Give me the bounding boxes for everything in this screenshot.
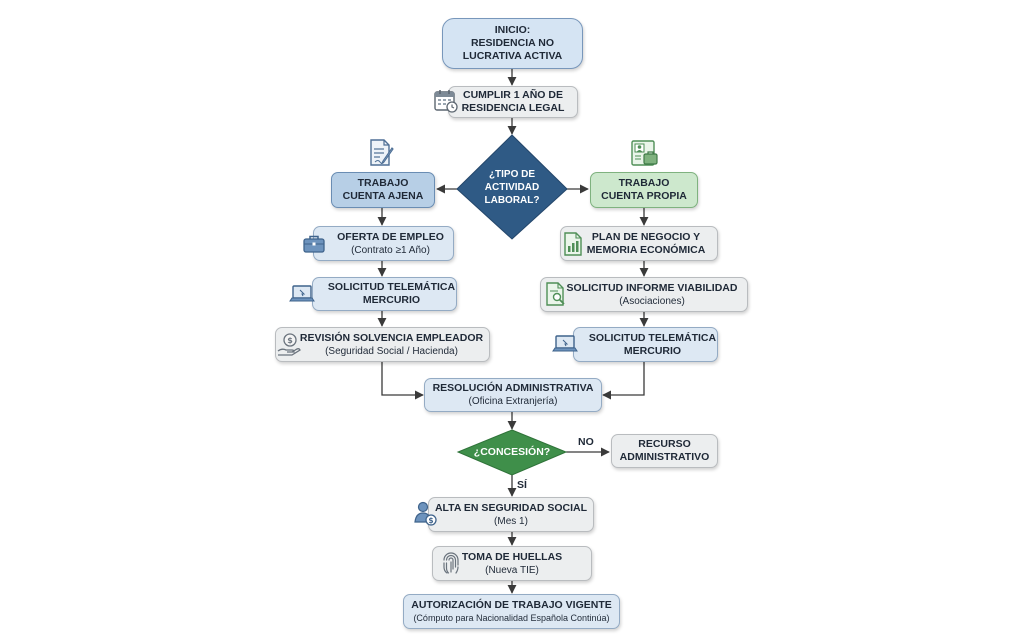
laptop-icon [552,335,578,352]
money-hand-icon: $ [277,333,301,356]
briefcase-person-icon [631,140,658,166]
node-toma-huellas: TOMA DE HUELLAS (Nueva TIE) [432,546,592,581]
briefcase-icon [303,235,325,253]
person-money-icon: $ [414,501,437,526]
node-revision-solvencia: REVISIÓN SOLVENCIA EMPLEADOR (Seguridad … [275,327,490,362]
fingerprint-icon [443,552,459,574]
document-pen-icon [370,139,394,166]
decision-tipo-actividad [456,134,568,240]
decision-concesion [456,429,568,476]
edge-label-si: SÍ [517,479,527,491]
calendar-icon [434,90,458,113]
svg-text:$: $ [428,516,433,525]
arrow-revision-resolucion [381,362,424,400]
node-inicio: INICIO: RESIDENCIA NO LUCRATIVA ACTIVA [442,18,583,69]
node-trabajo-cuenta-ajena: TRABAJO CUENTA AJENA [331,172,435,208]
node-cumplir-1-ano: CUMPLIR 1 AÑO DE RESIDENCIA LEGAL [448,86,578,118]
search-document-icon [546,282,565,306]
node-plan-negocio: PLAN DE NEGOCIO Y MEMORIA ECONÓMICA [560,226,718,261]
svg-text:$: $ [287,336,293,345]
node-trabajo-cuenta-propia: TRABAJO CUENTA PROPIA [590,172,698,208]
decision-concesion-text: ¿CONCESIÓN? [473,446,551,458]
node-oferta-empleo: OFERTA DE EMPLEO (Contrato ≥1 Año) [313,226,454,261]
node-solicitud-mercurio-right: SOLICITUD TELEMÁTICA MERCURIO [573,327,718,362]
node-resolucion-administrativa: RESOLUCIÓN ADMINISTRATIVA (Oficina Extra… [424,378,602,412]
node-solicitud-mercurio-left: SOLICITUD TELEMÁTICA MERCURIO [312,277,457,311]
node-recurso-administrativo: RECURSO ADMINISTRATIVO [611,434,718,468]
node-alta-seguridad-social: ALTA EN SEGURIDAD SOCIAL (Mes 1) [428,497,594,532]
edge-label-no: NO [578,436,594,448]
decision-tipo-text: ¿TIPO DE ACTIVIDAD LABORAL? [484,169,540,206]
node-informe-viabilidad: SOLICITUD INFORME VIABILIDAD (Asociacion… [540,277,748,312]
arrow-mercurio-right-resolucion [602,362,645,400]
chart-document-icon [564,232,582,256]
laptop-icon [289,285,315,302]
node-autorizacion-trabajo: AUTORIZACIÓN DE TRABAJO VIGENTE (Cómputo… [403,594,620,629]
